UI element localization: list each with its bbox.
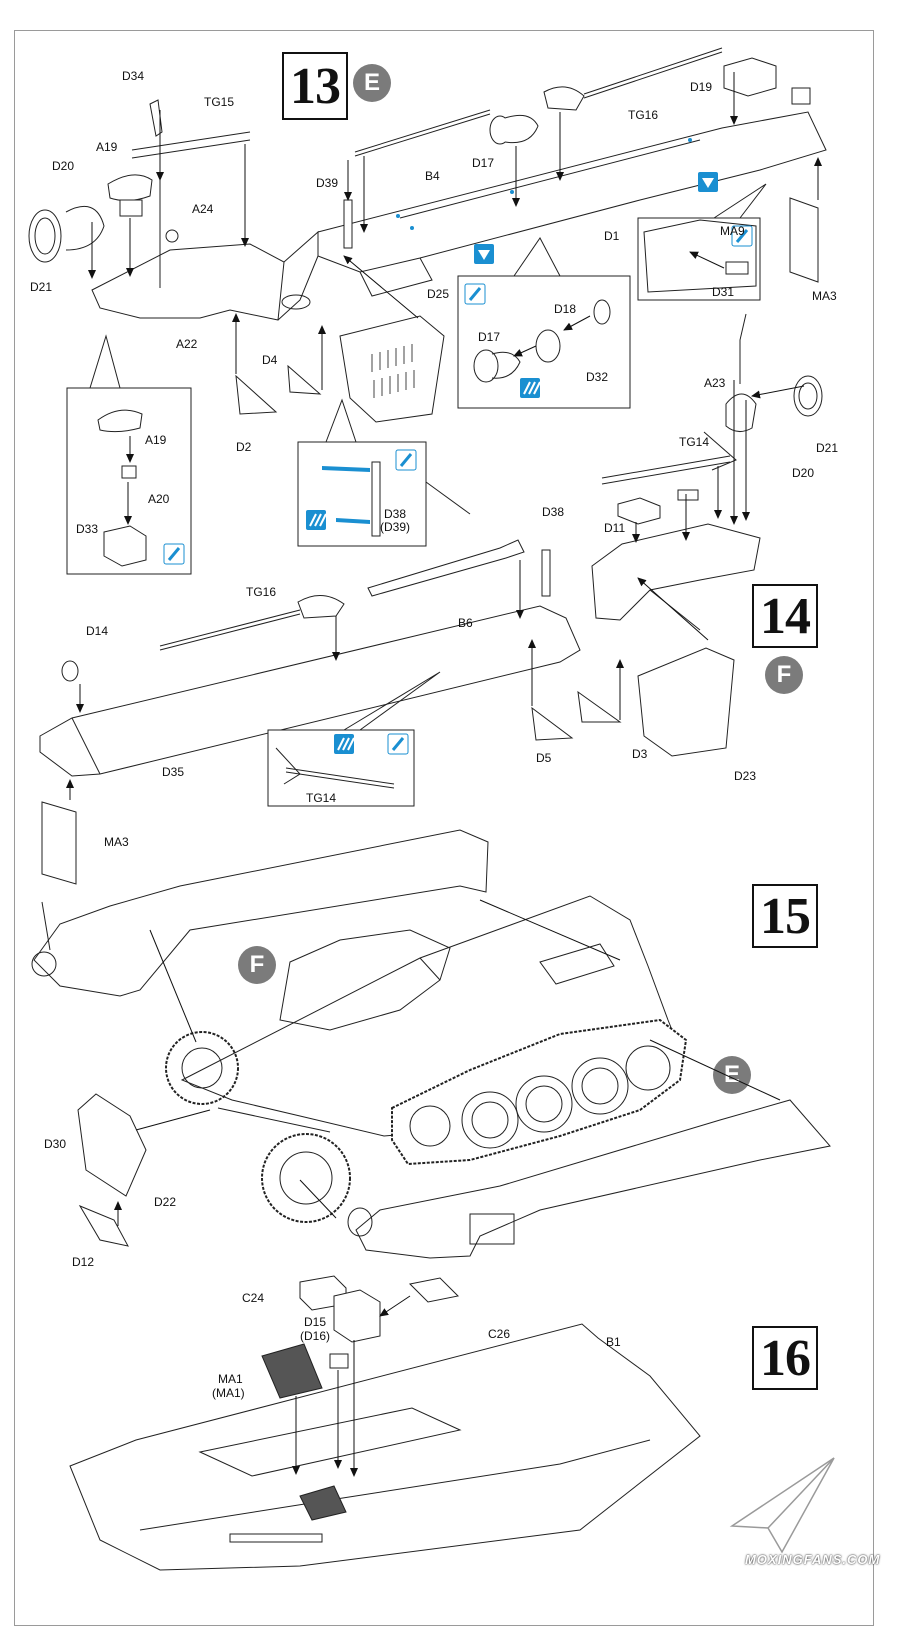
glue-drop-icon bbox=[731, 225, 753, 247]
step-14-subassembly-badge: F bbox=[765, 656, 803, 694]
label-d35: D35 bbox=[162, 765, 185, 779]
label-d3: D3 bbox=[632, 747, 648, 761]
label-a22: A22 bbox=[176, 337, 198, 351]
glue-drop-icon bbox=[163, 543, 185, 565]
paint-stripes-icon bbox=[306, 510, 327, 530]
step-13-subassembly-badge: E bbox=[353, 64, 391, 102]
watermark-paper-plane-icon bbox=[729, 1457, 835, 1554]
part-d35-fender bbox=[39, 605, 581, 777]
label-ma1: MA1 bbox=[218, 1372, 243, 1386]
part-d23-mud-flap bbox=[637, 647, 735, 757]
label-ma1-paren: (MA1) bbox=[212, 1386, 245, 1400]
watermark-text: MOXINGFANS.COM bbox=[745, 1552, 881, 1567]
label-d4: D4 bbox=[262, 353, 278, 367]
part-ma1-mesh bbox=[261, 1343, 347, 1521]
step-15-subassembly-e-badge: E bbox=[713, 1056, 751, 1094]
label-b1: B1 bbox=[606, 1335, 621, 1349]
label-d17-inset: D17 bbox=[478, 330, 501, 344]
label-inset-d33: D33 bbox=[76, 522, 99, 536]
glue-drop-icon bbox=[395, 449, 417, 471]
label-ma3: MA3 bbox=[812, 289, 837, 303]
part-right-fender-assembly bbox=[591, 523, 761, 631]
label-d17: D17 bbox=[472, 156, 495, 170]
step-15-number: 15 bbox=[752, 884, 818, 948]
label-b6: B6 bbox=[458, 616, 473, 630]
label-a19: A19 bbox=[96, 140, 118, 154]
label-a24: A24 bbox=[192, 202, 214, 216]
label-tg15: TG15 bbox=[204, 95, 235, 109]
label-c24: C24 bbox=[242, 1291, 265, 1305]
paint-stripes-icon bbox=[520, 378, 541, 398]
label-d30: D30 bbox=[44, 1137, 67, 1151]
label-d15: D15 bbox=[304, 1315, 327, 1329]
subassembly-e-fender bbox=[347, 1099, 831, 1259]
step-15-subassembly-f-badge: F bbox=[238, 946, 276, 984]
label-inset-a19: A19 bbox=[145, 433, 167, 447]
drill-hole-icon bbox=[698, 172, 718, 192]
label-a23: A23 bbox=[704, 376, 726, 390]
label-inset-a20: A20 bbox=[148, 492, 170, 506]
glue-drop-icon bbox=[464, 283, 486, 305]
label-d38: D38 bbox=[542, 505, 565, 519]
label-d39-paren: (D39) bbox=[380, 520, 411, 534]
label-d34: D34 bbox=[122, 69, 145, 83]
step-14-number: 14 bbox=[752, 584, 818, 648]
part-d21-headlight-lens bbox=[28, 209, 62, 263]
part-left-fender-assembly bbox=[91, 230, 319, 321]
glue-drop-icon bbox=[387, 733, 409, 755]
label-d14: D14 bbox=[86, 624, 109, 638]
label-d20: D20 bbox=[52, 159, 75, 173]
label-d22: D22 bbox=[154, 1195, 177, 1209]
label-d16-paren: (D16) bbox=[300, 1329, 331, 1343]
label-d32: D32 bbox=[586, 370, 609, 384]
part-b1-hull-floor bbox=[69, 1323, 701, 1571]
label-d25: D25 bbox=[427, 287, 450, 301]
label-d20-14: D20 bbox=[792, 466, 815, 480]
label-d19: D19 bbox=[690, 80, 713, 94]
label-d1: D1 bbox=[604, 229, 620, 243]
label-c26: C26 bbox=[488, 1327, 511, 1341]
label-tg14: TG14 bbox=[679, 435, 710, 449]
part-d25-louver-plate bbox=[339, 315, 445, 423]
drill-hole-icon bbox=[474, 244, 494, 264]
label-d38-inset: D38 bbox=[384, 507, 407, 521]
label-d39: D39 bbox=[316, 176, 339, 190]
label-ma9: MA9 bbox=[720, 224, 745, 238]
paint-stripes-icon bbox=[334, 734, 355, 754]
inset-d17-d18-d32 bbox=[457, 275, 631, 409]
label-d5: D5 bbox=[536, 751, 552, 765]
label-tg16: TG16 bbox=[628, 108, 659, 122]
label-d21: D21 bbox=[30, 280, 53, 294]
label-d11: D11 bbox=[604, 521, 626, 535]
label-ma3-14: MA3 bbox=[104, 835, 129, 849]
halftrack-vehicle-assembly bbox=[165, 895, 688, 1223]
label-d21-14: D21 bbox=[816, 441, 839, 455]
step-13-number: 13 bbox=[282, 52, 348, 120]
label-d31: D31 bbox=[712, 285, 735, 299]
page-frame bbox=[14, 30, 874, 1626]
label-d12: D12 bbox=[72, 1255, 95, 1269]
label-inset-tg14: TG14 bbox=[306, 791, 337, 805]
label-b4: B4 bbox=[425, 169, 440, 183]
label-d2: D2 bbox=[236, 440, 252, 454]
subassembly-f-fender bbox=[31, 829, 489, 997]
label-d23: D23 bbox=[734, 769, 757, 783]
label-tg16-14: TG16 bbox=[246, 585, 277, 599]
label-d18: D18 bbox=[554, 302, 577, 316]
instruction-icons bbox=[163, 138, 753, 755]
step-16-number: 16 bbox=[752, 1326, 818, 1390]
